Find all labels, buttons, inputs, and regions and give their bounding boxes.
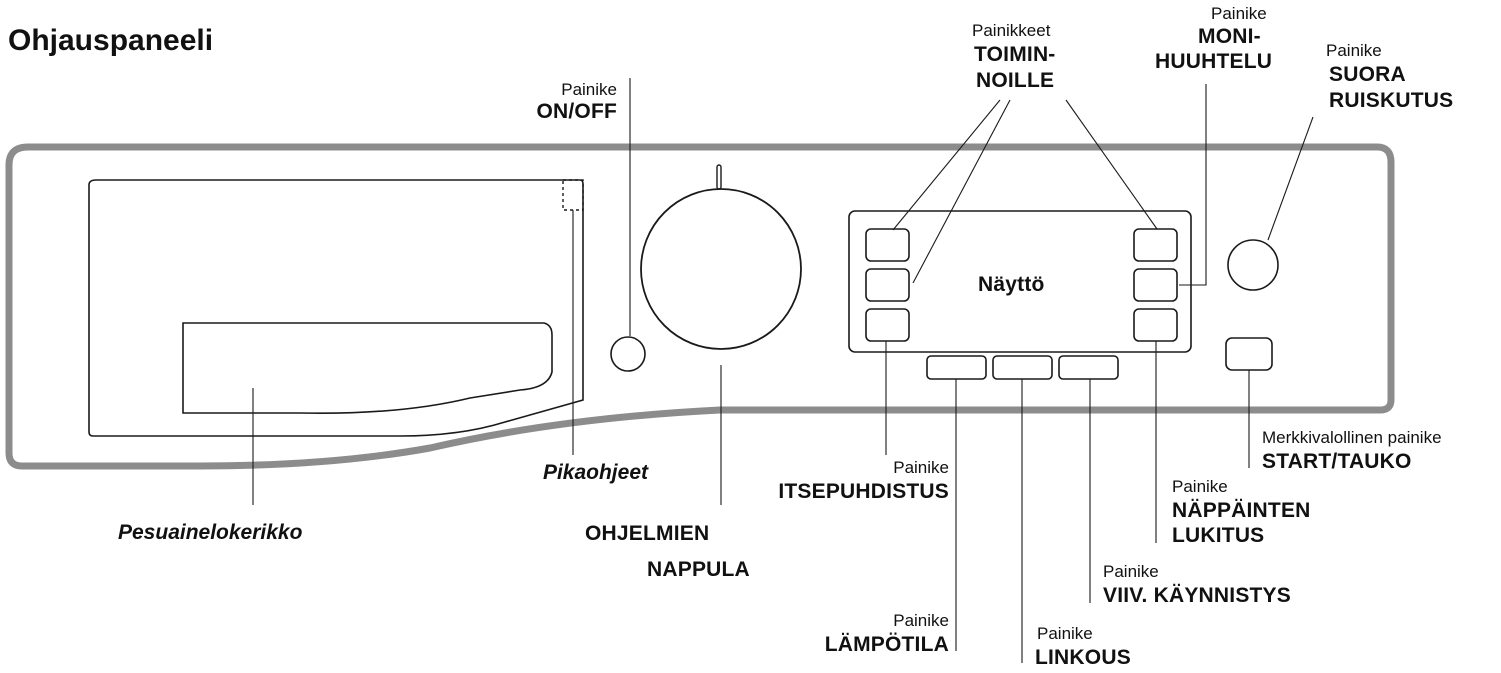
key-lock-button[interactable] [1133,308,1178,342]
function-leader-1 [892,99,1001,231]
delay-start-label: VIIV. KÄYNNISTYS [1103,584,1291,607]
program-dial-label-2: NAPPULA [647,558,750,581]
detergent-drawer [88,179,584,437]
direct-spray-button[interactable] [1227,239,1279,291]
temperature-button[interactable] [926,355,987,380]
function-buttons-caption: Painikkeet [972,21,1051,40]
quick-guide-label: Pikaohjeet [542,461,648,484]
on-off-button[interactable] [610,336,646,372]
self-clean-label: ITSEPUHDISTUS [778,480,949,503]
program-dial-label-1: OHJELMIEN [585,522,710,545]
self-clean-button[interactable] [865,308,910,342]
start-pause-caption: Merkkivalollinen painike [1262,428,1442,447]
on-off-label: ON/OFF [536,100,617,123]
self-clean-caption: Painike [893,458,949,477]
temperature-caption: Painike [893,611,949,630]
function-button-2[interactable] [865,268,910,302]
display-label: Näyttö [978,273,1045,296]
function-button-1[interactable] [865,228,910,262]
function-leader-2 [912,99,1011,284]
quick-guide-tab [562,179,584,211]
direct-spray-caption: Painike [1326,41,1382,60]
multi-rinse-label-1: MONI- [1198,25,1261,48]
temperature-label: LÄMPÖTILA [824,633,949,656]
delay-start-button[interactable] [1058,355,1119,380]
function-leader-3 [1065,99,1158,230]
direct-spray-label-2: RUISKUTUS [1329,89,1454,112]
multi-rinse-label-2: HUUHTELU [1155,50,1273,73]
panel-outline [5,143,1395,470]
start-pause-button[interactable] [1225,337,1273,371]
spin-caption: Painike [1037,624,1093,643]
display-frame [848,210,1192,353]
function-buttons-label-2: NOILLE [976,69,1055,92]
key-lock-label-1: NÄPPÄINTEN [1172,499,1311,522]
function-buttons-label-1: TOIMIN- [974,43,1056,66]
multi-rinse-leader [1179,84,1207,286]
delay-start-caption: Painike [1103,562,1159,581]
multi-rinse-button[interactable] [1133,268,1178,302]
key-lock-label-2: LUKITUS [1172,524,1265,547]
spin-button[interactable] [992,355,1053,380]
spin-label: LINKOUS [1035,646,1131,669]
start-pause-label: START/TAUKO [1262,450,1412,473]
program-dial[interactable] [640,188,802,350]
direct-spray-leader [1267,116,1314,241]
drawer-handle [182,322,553,414]
detergent-drawer-label: Pesuainelokerikko [118,521,303,544]
leader-lines [252,78,1314,663]
dial-indicator [716,164,722,190]
key-lock-caption: Painike [1172,477,1228,496]
multi-rinse-caption: Painike [1211,4,1267,23]
panel-title: Ohjauspaneeli [8,24,214,57]
on-off-caption: Painike [561,80,617,99]
function-button-3[interactable] [1133,228,1178,262]
direct-spray-label-1: SUORA [1329,63,1406,86]
